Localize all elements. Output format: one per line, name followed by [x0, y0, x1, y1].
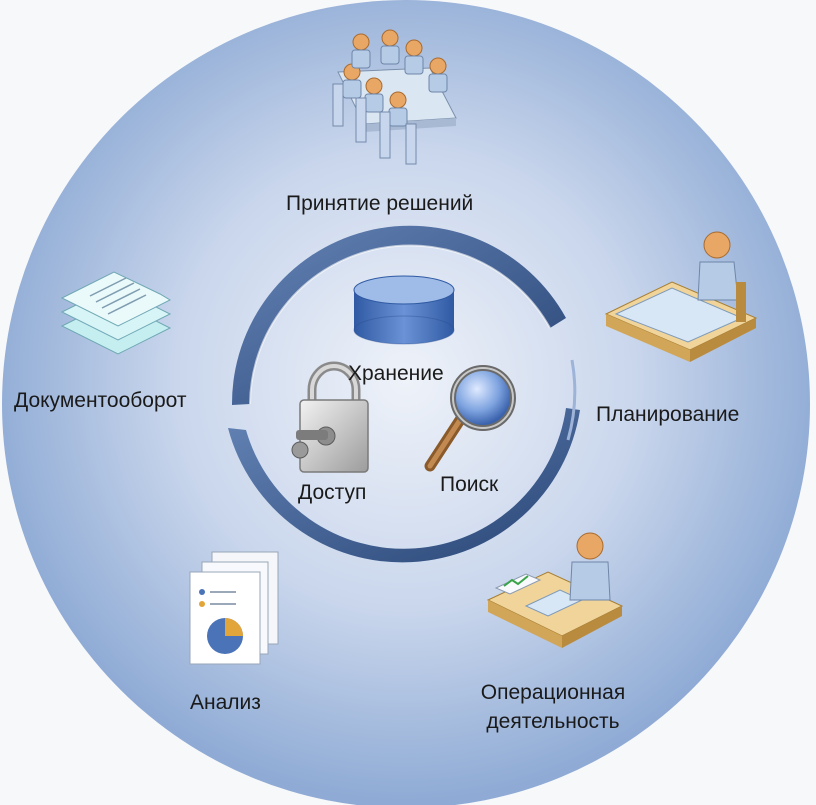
label-operations-line2: деятельность	[468, 709, 638, 734]
label-analysis: Анализ	[190, 690, 261, 715]
database-cylinder-icon	[354, 276, 454, 344]
label-search: Поиск	[440, 472, 498, 497]
label-storage: Хранение	[348, 361, 444, 386]
label-document-flow: Документооборот	[14, 388, 187, 413]
label-access: Доступ	[298, 480, 366, 505]
report-pie-chart-icon	[190, 552, 278, 664]
label-operations: Операционная деятельность	[468, 680, 638, 734]
label-planning: Планирование	[596, 402, 739, 427]
label-decision-making: Принятие решений	[286, 191, 473, 216]
label-operations-line1: Операционная	[468, 680, 638, 705]
